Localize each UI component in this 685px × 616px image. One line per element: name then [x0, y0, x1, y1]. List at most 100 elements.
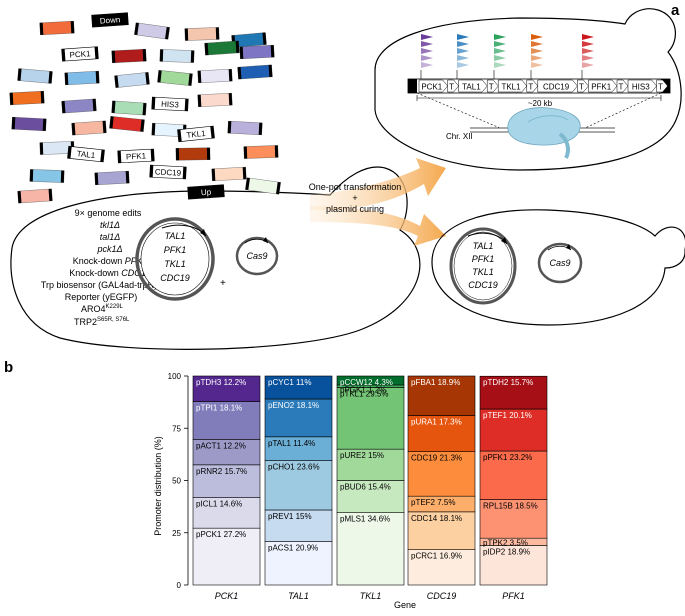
- segment-label: pTKL1 29.5%: [340, 389, 388, 398]
- segment-label: RPL15B 18.5%: [483, 502, 538, 511]
- chromosome-box-label: T: [489, 83, 494, 92]
- promoter-arrow: [582, 41, 594, 47]
- dna-fragment: [245, 177, 281, 195]
- cas9-label-2: Cas9: [549, 258, 570, 268]
- dna-fragment: Up: [187, 184, 225, 200]
- promoter-arrow: [494, 62, 506, 68]
- bar-segment: [407, 415, 476, 452]
- edits-text: 9× genome edits: [75, 208, 142, 218]
- dna-fragment: [239, 44, 275, 60]
- chromosome-box-label: T: [658, 83, 663, 92]
- dna-fragment: [61, 98, 97, 114]
- bar-segment: [407, 375, 476, 416]
- plasmid1-gene-3: TKL1: [164, 259, 186, 269]
- segment-label: CDC19 21.3%: [411, 454, 462, 463]
- chromosome-box: [497, 79, 528, 93]
- bar-segment: [407, 549, 476, 586]
- bar-segment: [264, 375, 333, 400]
- dna-fragment: PCK1: [61, 46, 99, 62]
- bar-segment: [264, 541, 333, 586]
- chromosome-box: [458, 79, 488, 93]
- chromosome-box: [537, 79, 578, 93]
- dna-fragment: PFK1: [117, 148, 155, 164]
- bar-segment: [336, 480, 405, 513]
- promoter-arrow: [457, 34, 469, 40]
- segment-label: pPFK1 23.2%: [483, 453, 532, 462]
- aro4-text: ARO4K229L: [81, 304, 124, 314]
- x-tick-label: PCK1: [215, 591, 239, 601]
- dna-fragment: [237, 64, 273, 80]
- tal-pfk-plasmid: [135, 217, 215, 301]
- dna-fragment: [17, 68, 53, 84]
- segment-label: pIDP2 18.9%: [483, 547, 530, 556]
- x-tick-label: TAL1: [288, 591, 309, 601]
- plasmid2-gene-4: CDC19: [468, 280, 498, 290]
- x-tick-label: CDC19: [427, 591, 457, 601]
- bar-segment: [336, 375, 405, 386]
- plasmid2-gene-3: TKL1: [472, 267, 494, 277]
- segment-label: pCRC1 16.9%: [411, 552, 462, 561]
- dna-fragment: [243, 145, 279, 159]
- bar-segment: [479, 408, 548, 452]
- segment-label: pICL1 14.6%: [196, 500, 242, 509]
- promoter-arrow: [531, 55, 543, 61]
- deletion-tkl1: tkl1Δ: [100, 220, 120, 230]
- segment-label: pRNR2 15.7%: [196, 467, 247, 476]
- bar-segment: [192, 375, 261, 402]
- dna-fragment: TAL1: [67, 145, 105, 163]
- biosensor-text: Trp biosensor (GAL4ad-trpR): [41, 280, 157, 290]
- segment-label: pPCK1 27.2%: [196, 530, 246, 539]
- bar-segment: [264, 509, 333, 542]
- transform-text-3: plasmid curing: [326, 204, 384, 214]
- stacked-bars: pPCK1 27.2%pICL1 14.6%pRNR2 15.7%pACT1 1…: [192, 375, 548, 586]
- chromosome-box: [616, 79, 629, 93]
- segment-label: CDC14 18.1%: [411, 514, 462, 523]
- chromosome-box-label: TAL1: [462, 83, 481, 92]
- segment-label: pFBA1 18.9%: [411, 378, 460, 387]
- promoter-arrow: [457, 62, 469, 68]
- bar-segment: [192, 497, 261, 529]
- chromosome-box-label: T: [619, 83, 624, 92]
- chromosome-label: Chr. XII: [446, 132, 473, 141]
- segment-label: pBUD6 15.4%: [340, 483, 391, 492]
- dna-fragment: [204, 40, 240, 56]
- promoter-arrow: [531, 48, 543, 54]
- cured-tal-plasmid: [449, 227, 517, 305]
- y-tick-label: 25: [172, 529, 181, 538]
- bar-segment: [479, 375, 548, 410]
- dna-fragment-label: Up: [201, 188, 212, 198]
- deletion-tal1: tal1Δ: [100, 232, 121, 242]
- engineered-cell-outline: [374, 8, 682, 171]
- promoter-arrow: [421, 41, 433, 47]
- segment-label: pPGK1 1.2%: [340, 385, 386, 394]
- promoter-arrow: [582, 48, 594, 54]
- dna-fragment-label: TAL1: [76, 149, 96, 160]
- chromosome-box: [656, 79, 668, 93]
- segment-label: pTEF2 7.5%: [411, 498, 455, 507]
- bar-segment: [192, 527, 261, 586]
- chromosome-box-label: HIS3: [632, 83, 650, 92]
- segment-label: pURA1 17.3%: [411, 418, 462, 427]
- dna-fragment-label: PFK1: [126, 151, 147, 161]
- dna-fragment-label: TKL1: [186, 129, 207, 140]
- segment-label: pCYC1 11%: [268, 378, 311, 387]
- reporter-text: Reporter (yEGFP): [65, 292, 138, 302]
- promoter-arrows: [420, 34, 594, 79]
- dna-fragment: [184, 27, 220, 41]
- dna-fragment: [109, 116, 145, 132]
- x-tick-label: TKL1: [360, 591, 382, 601]
- chromosome-box: [447, 79, 459, 93]
- y-tick-label: 75: [172, 424, 181, 433]
- segment-label: pCCW12 4.3%: [340, 378, 393, 387]
- dna-fragment: [134, 22, 170, 40]
- promoter-arrow: [421, 34, 433, 40]
- segment-label: pACS1 20.9%: [268, 543, 318, 552]
- segment-label: pURE2 15%: [340, 451, 384, 460]
- plasmid2-gene-2: PFK1: [472, 254, 495, 264]
- segment-label: pMLS1 34.6%: [340, 515, 390, 524]
- promoter-arrow: [421, 48, 433, 54]
